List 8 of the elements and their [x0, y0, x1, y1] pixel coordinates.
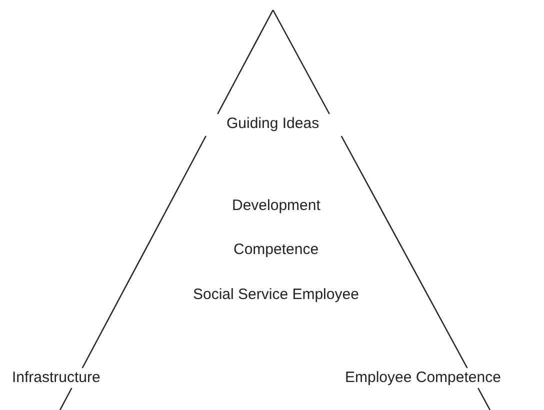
center-label: Competence — [234, 240, 319, 260]
corner-label: Infrastructure — [12, 368, 100, 388]
center-label: Social Service Employee — [193, 285, 359, 305]
connector-line — [340, 136, 468, 368]
corner-label: Employee Competence — [345, 368, 501, 388]
corner-label: Guiding Ideas — [226, 114, 320, 134]
center-label: Development — [232, 196, 320, 216]
connector-line — [82, 136, 206, 368]
